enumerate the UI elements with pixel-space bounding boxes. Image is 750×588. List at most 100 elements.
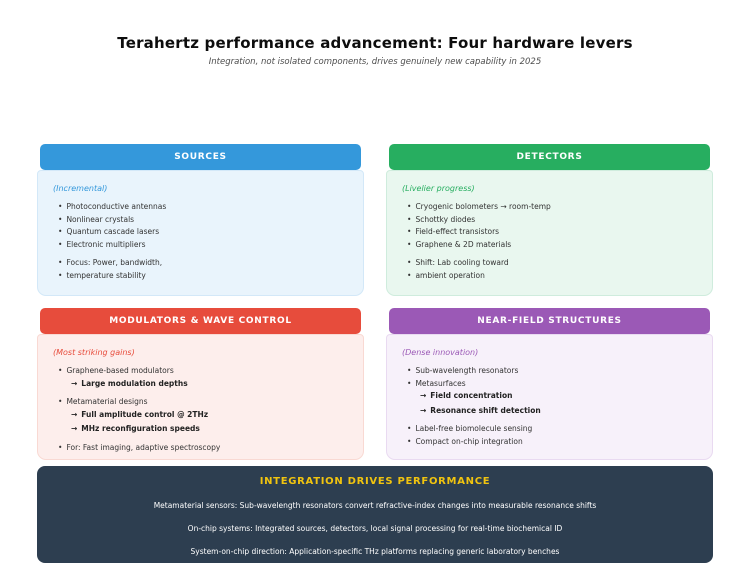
item-text: For: Fast imaging, adaptive spectroscopy xyxy=(66,442,221,452)
bullet-item: •Label-free biomolecule sensing xyxy=(402,424,698,434)
sub-bullet-item: →Large modulation depths xyxy=(53,379,349,389)
card-sources-title: SOURCES xyxy=(174,152,227,162)
bullet-icon: • xyxy=(407,270,412,280)
card-sources-body: (Incremental) •Photoconductive antennas•… xyxy=(37,170,364,296)
sub-bullet-item: →Field concentration xyxy=(402,391,698,401)
item-text: Graphene-based modulators xyxy=(66,366,174,375)
card-sources-items: •Photoconductive antennas•Nonlinear crys… xyxy=(53,202,349,280)
bullet-icon: • xyxy=(407,258,412,267)
item-text: Schottky diodes xyxy=(415,214,476,224)
item-text: Cryogenic bolometers → room-temp xyxy=(415,202,551,211)
card-near-field-title: NEAR-FIELD STRUCTURES xyxy=(477,316,622,326)
bullet-item: •Compact on-chip integration xyxy=(402,437,698,447)
item-text: Field concentration xyxy=(430,391,513,400)
bullet-icon: • xyxy=(58,442,63,452)
bullet-item: •Metamaterial designs xyxy=(53,397,349,407)
card-near-field-body: (Dense innovation) •Sub-wavelength reson… xyxy=(386,334,713,460)
arrow-icon: → xyxy=(420,391,427,400)
item-text: Shift: Lab cooling toward xyxy=(415,258,509,267)
item-text: Large modulation depths xyxy=(81,378,188,388)
bullet-icon: • xyxy=(58,227,63,236)
bullet-item: •Quantum cascade lasers xyxy=(53,227,349,237)
card-modulators-title: MODULATORS & WAVE CONTROL xyxy=(109,316,292,326)
bullet-item: •Field-effect transistors xyxy=(402,227,698,237)
item-text: Photoconductive antennas xyxy=(66,202,167,211)
item-text: ambient operation xyxy=(415,270,485,280)
integration-summary-panel: INTEGRATION DRIVES PERFORMANCE Metamater… xyxy=(37,466,713,563)
item-text: Focus: Power, bandwidth, xyxy=(66,258,163,267)
bullet-icon: • xyxy=(407,214,412,224)
bullet-item: •Nonlinear crystals xyxy=(53,215,349,225)
card-detectors-body: (Livelier progress) •Cryogenic bolometer… xyxy=(386,170,713,296)
bullet-item: •Graphene & 2D materials xyxy=(402,240,698,250)
bullet-item: •temperature stability xyxy=(53,271,349,281)
bullet-icon: • xyxy=(58,366,63,375)
item-text: Compact on-chip integration xyxy=(415,436,523,446)
integration-summary-title: INTEGRATION DRIVES PERFORMANCE xyxy=(259,476,491,487)
card-detectors-tag: (Livelier progress) xyxy=(402,184,475,193)
bullet-icon: • xyxy=(58,214,63,224)
bullet-icon: • xyxy=(407,436,412,446)
bullet-item: •Metasurfaces xyxy=(402,379,698,389)
bullet-icon: • xyxy=(407,227,412,236)
card-modulators-tag: (Most striking gains) xyxy=(53,348,135,357)
card-sources-tag: (Incremental) xyxy=(53,184,108,193)
item-text: MHz reconfiguration speeds xyxy=(81,424,200,433)
card-near-field-header: NEAR-FIELD STRUCTURES xyxy=(389,308,710,334)
bullet-item: •ambient operation xyxy=(402,271,698,281)
bullet-item: •Sub-wavelength resonators xyxy=(402,366,698,376)
bullet-icon: • xyxy=(407,378,412,388)
card-sources: SOURCES (Incremental) •Photoconductive a… xyxy=(37,144,364,296)
bullet-icon: • xyxy=(58,202,63,211)
sub-bullet-item: →Resonance shift detection xyxy=(402,406,698,416)
bullet-item: •Focus: Power, bandwidth, xyxy=(53,258,349,268)
bullet-icon: • xyxy=(407,424,412,433)
quadrant-grid: SOURCES (Incremental) •Photoconductive a… xyxy=(37,144,713,460)
bullet-icon: • xyxy=(407,202,412,211)
card-modulators: MODULATORS & WAVE CONTROL (Most striking… xyxy=(37,308,364,460)
card-near-field: NEAR-FIELD STRUCTURES (Dense innovation)… xyxy=(386,308,713,460)
item-text: Electronic multipliers xyxy=(66,239,146,249)
bullet-item: •Cryogenic bolometers → room-temp xyxy=(402,202,698,212)
footer-line: Metamaterial sensors: Sub-wavelength res… xyxy=(153,501,597,510)
bullet-icon: • xyxy=(58,270,63,280)
bullet-item: •Shift: Lab cooling toward xyxy=(402,258,698,268)
card-near-field-tag: (Dense innovation) xyxy=(402,348,479,357)
item-text: Resonance shift detection xyxy=(430,405,541,415)
item-text: Sub-wavelength resonators xyxy=(415,366,519,375)
arrow-icon: → xyxy=(71,424,78,433)
bullet-icon: • xyxy=(58,258,63,267)
item-text: Label-free biomolecule sensing xyxy=(415,424,533,433)
card-detectors-title: DETECTORS xyxy=(516,152,583,162)
card-detectors-items: •Cryogenic bolometers → room-temp•Schott… xyxy=(402,202,698,280)
page-subtitle: Integration, not isolated components, dr… xyxy=(208,57,542,67)
bullet-item: •Photoconductive antennas xyxy=(53,202,349,212)
arrow-icon: → xyxy=(71,378,78,388)
integration-summary-lines: Metamaterial sensors: Sub-wavelength res… xyxy=(37,501,713,556)
item-text: Field-effect transistors xyxy=(415,227,500,236)
card-near-field-items: •Sub-wavelength resonators•Metasurfaces→… xyxy=(402,366,698,446)
arrow-icon: → xyxy=(420,405,427,415)
bullet-icon: • xyxy=(407,239,412,249)
item-text: Metasurfaces xyxy=(415,378,466,388)
card-detectors-header: DETECTORS xyxy=(389,144,710,170)
card-detectors: DETECTORS (Livelier progress) •Cryogenic… xyxy=(386,144,713,296)
arrow-icon: → xyxy=(71,409,78,419)
bullet-icon: • xyxy=(58,397,63,406)
item-text: temperature stability xyxy=(66,270,146,280)
card-modulators-items: •Graphene-based modulators→Large modulat… xyxy=(53,366,349,452)
bullet-icon: • xyxy=(407,366,412,375)
bullet-icon: • xyxy=(58,239,63,249)
sub-bullet-item: →MHz reconfiguration speeds xyxy=(53,424,349,434)
item-text: Graphene & 2D materials xyxy=(415,239,512,249)
item-text: Quantum cascade lasers xyxy=(66,227,160,236)
card-modulators-body: (Most striking gains) •Graphene-based mo… xyxy=(37,334,364,460)
bullet-item: •Graphene-based modulators xyxy=(53,366,349,376)
item-text: Full amplitude control @ 2THz xyxy=(81,409,209,419)
page-title: Terahertz performance advancement: Four … xyxy=(117,34,633,52)
bullet-item: •For: Fast imaging, adaptive spectroscop… xyxy=(53,443,349,453)
footer-line: System-on-chip direction: Application-sp… xyxy=(190,547,560,556)
item-text: Nonlinear crystals xyxy=(66,214,135,224)
footer-line: On-chip systems: Integrated sources, det… xyxy=(187,524,563,533)
